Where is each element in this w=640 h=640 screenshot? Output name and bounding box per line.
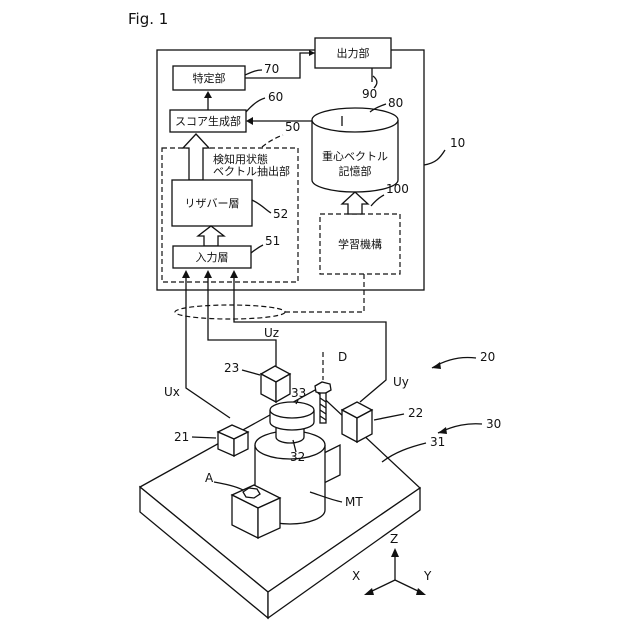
axis-x-label: X xyxy=(352,569,360,583)
learning-unit-ref: 100 xyxy=(386,182,409,196)
storage-ref: 80 xyxy=(388,96,403,110)
chuck-ref: 32 xyxy=(290,450,305,464)
bolt-d-label: D xyxy=(338,350,347,364)
workpiece-ref: 33 xyxy=(291,386,306,400)
sensor-x-leader xyxy=(192,437,216,438)
signal-ux-label: Ux xyxy=(164,385,180,399)
sensor-system-ref: 20 xyxy=(480,350,495,364)
machine-ref: 30 xyxy=(486,417,501,431)
sensor-y xyxy=(342,402,372,442)
learning-dashed-feed xyxy=(282,290,364,312)
motor-label: MT xyxy=(345,495,363,509)
sensor-z-leader xyxy=(242,370,260,375)
reservoir-layer-label: リザバー層 xyxy=(185,197,240,210)
extract-label-1: 検知用状態 xyxy=(213,152,268,166)
storage-label-2: 記憶部 xyxy=(339,164,372,178)
signal-uy-label: Uy xyxy=(393,375,409,389)
axis-z-arrow xyxy=(391,548,399,557)
table-ref: 31 xyxy=(430,435,445,449)
signal-line-uy xyxy=(234,275,386,402)
sensor-x xyxy=(218,425,248,456)
output-unit-ref: 90 xyxy=(362,87,377,101)
extract-unit-ref: 50 xyxy=(285,120,300,134)
input-layer-ref: 51 xyxy=(265,234,280,248)
workpiece xyxy=(270,402,314,430)
identify-unit-ref: 70 xyxy=(264,62,279,76)
extract-label-2: ベクトル抽出部 xyxy=(213,164,290,178)
axis-z-label: Z xyxy=(390,532,398,546)
score-unit-ref: 60 xyxy=(268,90,283,104)
axes-indicator xyxy=(364,548,426,595)
controller-leader xyxy=(424,150,445,165)
bolt-a-label: A xyxy=(205,471,214,485)
axis-y-label: Y xyxy=(423,569,432,583)
sensor-y-leader xyxy=(374,414,404,420)
sensor-y-ref: 22 xyxy=(408,406,423,420)
signal-uz-label: Uz xyxy=(264,326,279,340)
reservoir-layer-ref: 52 xyxy=(273,207,288,221)
axis-y-line xyxy=(395,580,420,592)
axis-x-arrow xyxy=(364,588,374,595)
controller-ref: 10 xyxy=(450,136,465,150)
sensor-x-ref: 21 xyxy=(174,430,189,444)
axis-y-arrow xyxy=(416,588,426,595)
signal-bundle-ellipse xyxy=(175,305,285,319)
arrowhead xyxy=(432,362,441,369)
axis-x-line xyxy=(370,580,395,592)
storage-label-1: 重心ベクトル xyxy=(322,149,388,163)
input-layer-label: 入力層 xyxy=(196,251,229,264)
score-unit-label: スコア生成部 xyxy=(175,114,241,128)
sensor-z xyxy=(261,366,290,402)
identify-unit-label: 特定部 xyxy=(193,71,226,85)
sensor-z-ref: 23 xyxy=(224,361,239,375)
figure-label: Fig. 1 xyxy=(128,10,168,28)
output-unit-label: 出力部 xyxy=(337,46,370,60)
arrowhead xyxy=(438,427,447,434)
learning-unit-label: 学習機構 xyxy=(338,237,382,251)
